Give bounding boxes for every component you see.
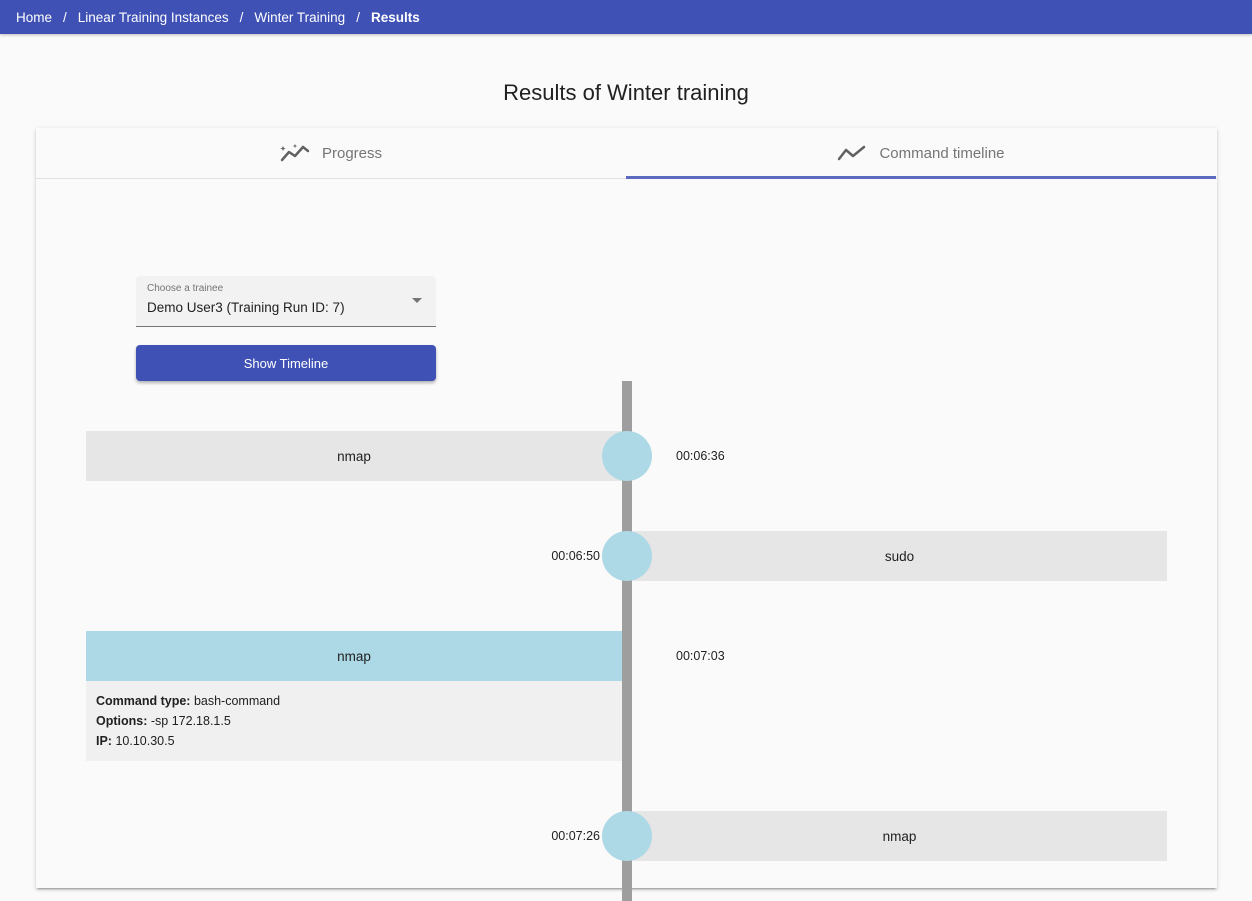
tab-command-timeline-label: Command timeline (879, 144, 1005, 162)
timeline-entry-command-expanded[interactable]: nmap (86, 631, 622, 681)
breadcrumb-winter-training[interactable]: Winter Training (254, 9, 346, 25)
timeline-dot[interactable] (602, 531, 652, 581)
timeline-entry-command[interactable]: sudo (632, 531, 1167, 581)
breadcrumb-home[interactable]: Home (16, 9, 53, 25)
trainee-select[interactable]: Choose a trainee Demo User3 (Training Ru… (136, 276, 436, 327)
command-type-value: bash-command (193, 694, 281, 708)
timeline-dot[interactable] (602, 811, 652, 861)
tab-progress-label: Progress (321, 144, 383, 162)
progress-chart-icon (279, 144, 310, 162)
command-ip-value: 10.10.30.5 (115, 734, 175, 748)
tab-progress[interactable]: Progress (36, 128, 626, 178)
dropdown-arrow-icon (412, 298, 422, 303)
page-title: Results of Winter training (503, 80, 749, 105)
breadcrumb-linear-training-instances[interactable]: Linear Training Instances (77, 9, 229, 25)
command-ip-label: IP: (96, 734, 112, 748)
timeline-entry-command[interactable]: nmap (632, 811, 1167, 861)
timeline-entry-command[interactable]: nmap (86, 431, 622, 481)
command-details-panel: Command type: bash-command Options: -sp … (86, 681, 622, 761)
tab-command-timeline[interactable]: Command timeline (626, 128, 1216, 179)
trainee-select-value: Demo User3 (Training Run ID: 7) (147, 300, 345, 315)
command-options-value: -sp 172.18.1.5 (150, 714, 231, 728)
breadcrumb-bar: Home / Linear Training Instances / Winte… (0, 0, 1252, 34)
breadcrumb-separator: / (63, 9, 67, 25)
command-options-row: Options: -sp 172.18.1.5 (86, 711, 622, 731)
command-options-label: Options: (96, 714, 148, 728)
trainee-select-label: Choose a trainee (147, 283, 224, 294)
timeline-entry-time: 00:06:36 (676, 449, 725, 463)
breadcrumb-separator: / (356, 9, 360, 25)
timeline-entry-time: 00:07:03 (676, 649, 725, 663)
command-ip-row: IP: 10.10.30.5 (86, 731, 622, 751)
breadcrumb-current: Results (370, 9, 420, 25)
timeline-entry-time: 00:06:50 (551, 549, 600, 563)
command-type-label: Command type: (96, 694, 191, 708)
breadcrumb-separator: / (239, 9, 244, 25)
show-timeline-button[interactable]: Show Timeline (136, 345, 436, 381)
timeline-entry-time: 00:07:26 (551, 829, 600, 843)
results-card: Progress Command timeline Choose a train… (36, 128, 1217, 901)
timeline-axis (622, 381, 632, 901)
timeline-dot[interactable] (602, 431, 652, 481)
command-type-row: Command type: bash-command (86, 691, 622, 711)
tab-bar: Progress Command timeline (36, 128, 1217, 179)
timeline-icon (838, 145, 866, 161)
